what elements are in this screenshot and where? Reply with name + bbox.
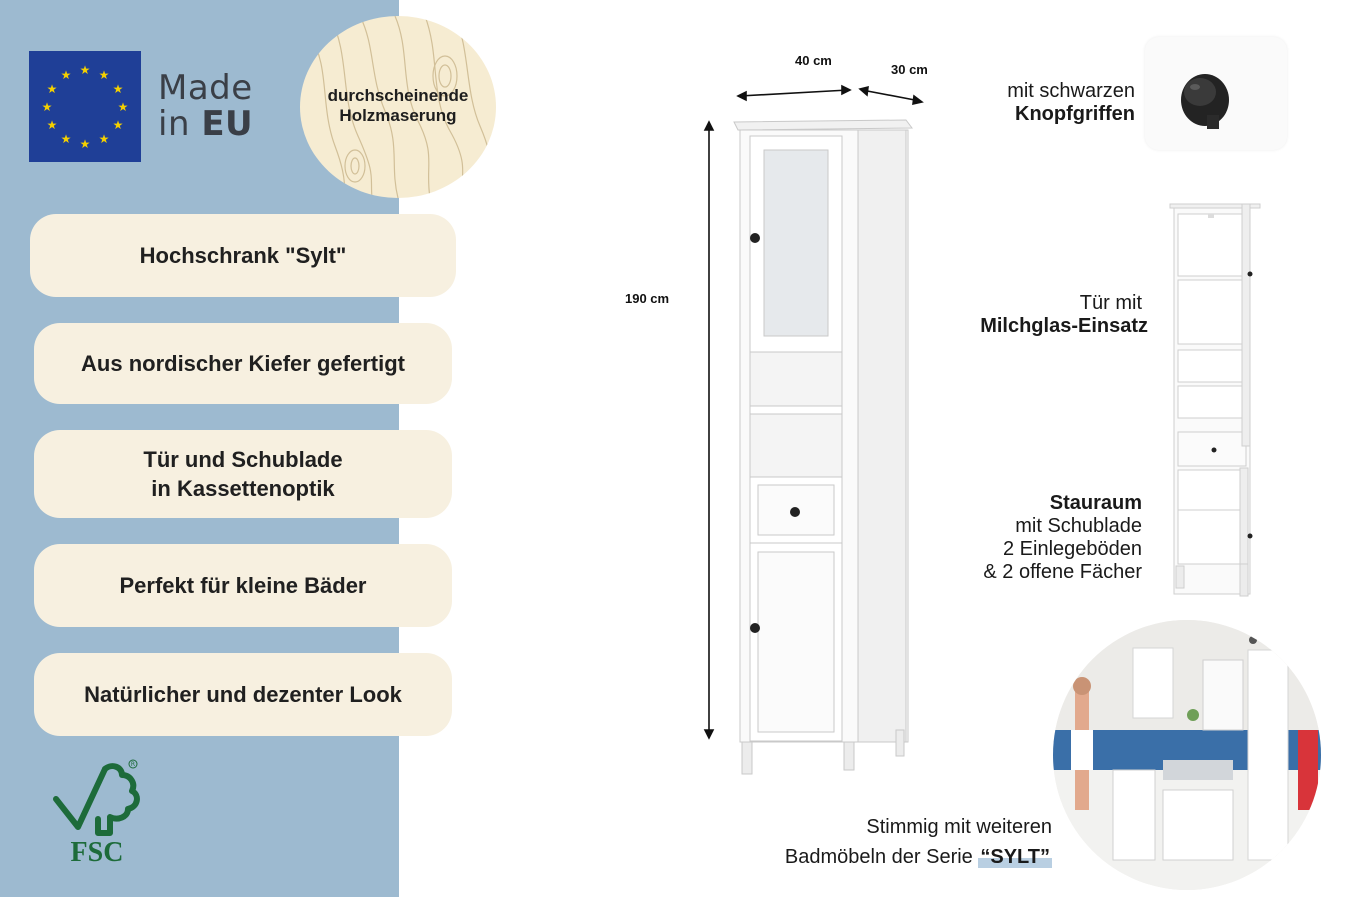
feature-pill-design: Tür und Schublade in Kassettenoptik bbox=[34, 430, 452, 518]
depth-dimension: 30 cm bbox=[891, 62, 928, 77]
bathroom-scene-photo bbox=[1053, 620, 1321, 890]
width-dimension: 40 cm bbox=[795, 53, 832, 68]
dimension-arrows bbox=[703, 84, 924, 740]
cabinet-illustration bbox=[733, 119, 913, 775]
feature-pill-look: Natürlicher und dezenter Look bbox=[34, 653, 452, 736]
feature-pill-bathroom: Perfekt für kleine Bäder bbox=[34, 544, 452, 627]
feature-pill-material: Aus nordischer Kiefer gefertigt bbox=[34, 323, 452, 404]
open-cabinet-illustration bbox=[1169, 203, 1261, 597]
fsc-label: FSC bbox=[71, 837, 124, 867]
svg-text:R: R bbox=[131, 761, 135, 768]
height-dimension: 190 cm bbox=[625, 291, 670, 306]
black-knob-photo bbox=[1145, 37, 1287, 150]
wood-grain-label: durchscheinende Holzmaserung bbox=[327, 86, 469, 125]
eu-flag-icon: ★ ★ ★ ★ ★ ★ ★ ★ ★ ★ ★ ★ bbox=[29, 51, 141, 162]
made-in-eu-label: Made in EU bbox=[158, 68, 254, 144]
feature-pill-name: Hochschrank "Sylt" bbox=[30, 214, 456, 297]
door-caption: Tür mit Milchglas-Einsatz bbox=[980, 292, 1148, 337]
series-caption: Stimmig mit weiteren Badmöbeln der Serie… bbox=[784, 816, 1052, 868]
fsc-logo-icon: R FSC bbox=[53, 759, 140, 867]
wood-grain-badge bbox=[300, 16, 496, 198]
knob-caption: mit schwarzen Knopfgriffen bbox=[1007, 80, 1135, 125]
storage-caption: Stauraum mit Schublade 2 Einlegeböden & … bbox=[983, 492, 1142, 583]
